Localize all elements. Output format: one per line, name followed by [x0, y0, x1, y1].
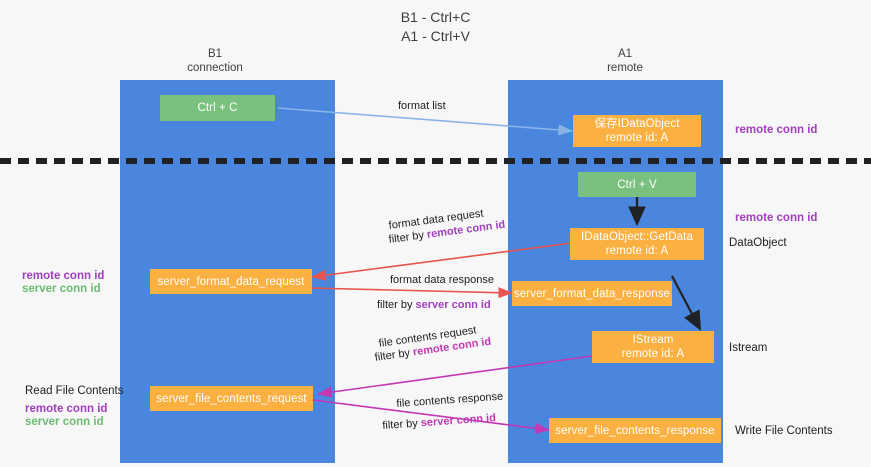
- annotation-left-server-conn-id-2: server conn id: [25, 416, 104, 428]
- node-save-idataobject[interactable]: 保存IDataObject remote id: A: [573, 115, 701, 147]
- edge-label-filter-key-server-conn-id-2: server conn id: [420, 412, 497, 430]
- node-istream-line1: IStream: [632, 334, 674, 346]
- node-server-file-contents-response[interactable]: server_file_contents_response: [549, 418, 721, 443]
- annotation-right-remote-conn-id-mid: remote conn id: [735, 212, 818, 224]
- page-title-line-1: B1 - Ctrl+C: [400, 9, 471, 25]
- lane-header-a1-subtitle: remote: [607, 62, 643, 74]
- arrow-format-data-response: [309, 287, 513, 299]
- node-idataobject-getdata-line1: IDataObject::GetData: [581, 231, 693, 243]
- edge-label-filter-prefix-2: filter by: [377, 299, 416, 311]
- annotation-right-dataobject: DataObject: [729, 237, 787, 249]
- annotation-left-remote-conn-id: remote conn id: [22, 270, 105, 282]
- node-save-idataobject-line2: remote id: A: [605, 132, 669, 144]
- node-server-file-contents-request[interactable]: server_file_contents_request: [150, 386, 313, 411]
- node-ctrl-c-label: Ctrl + C: [197, 102, 238, 114]
- page-title-line-2: A1 - Ctrl+V: [401, 28, 470, 44]
- node-server-file-contents-response-label: server_file_contents_response: [555, 424, 715, 437]
- node-idataobject-getdata[interactable]: IDataObject::GetData remote id: A: [570, 228, 704, 260]
- edge-label-file-contents-response-filter: filter by server conn id: [382, 412, 496, 433]
- annotation-right-istream: Istream: [729, 342, 768, 354]
- node-istream-line2: remote id: A: [621, 348, 685, 360]
- node-ctrl-v[interactable]: Ctrl + V: [578, 172, 696, 197]
- node-save-idataobject-line1: 保存IDataObject: [594, 118, 680, 130]
- lane-header-b1-title: B1: [207, 48, 223, 60]
- edge-label-format-list: format list: [398, 100, 446, 112]
- node-server-format-data-response-label: server_format_data_response: [513, 287, 671, 300]
- edge-label-format-data-response: format data response: [390, 274, 494, 286]
- edge-label-file-contents-response: file contents response: [396, 390, 504, 410]
- annotation-right-write-file-contents: Write File Contents: [735, 425, 833, 437]
- annotation-left-read-file-contents: Read File Contents: [25, 385, 124, 397]
- annotation-left-remote-conn-id-2: remote conn id: [25, 403, 108, 415]
- annotation-right-remote-conn-id-top: remote conn id: [735, 124, 818, 136]
- node-idataobject-getdata-line2: remote id: A: [605, 245, 669, 257]
- annotation-left-server-conn-id: server conn id: [22, 283, 101, 295]
- node-server-file-contents-request-label: server_file_contents_request: [156, 392, 307, 405]
- node-ctrl-c[interactable]: Ctrl + C: [160, 95, 275, 121]
- node-server-format-data-response[interactable]: server_format_data_response: [512, 281, 672, 306]
- lane-header-b1-subtitle: connection: [187, 62, 243, 74]
- node-server-format-data-request-label: server_format_data_request: [157, 275, 305, 288]
- edge-label-filter-key-server-conn-id-1: server conn id: [415, 299, 491, 311]
- edge-label-format-data-response-filter: filter by server conn id: [377, 299, 491, 312]
- node-server-format-data-request[interactable]: server_format_data_request: [150, 269, 312, 294]
- node-istream[interactable]: IStream remote id: A: [592, 331, 714, 363]
- lane-header-a1-title: A1: [617, 48, 633, 60]
- node-ctrl-v-label: Ctrl + V: [617, 178, 657, 191]
- edge-label-filter-prefix-4: filter by: [382, 417, 422, 432]
